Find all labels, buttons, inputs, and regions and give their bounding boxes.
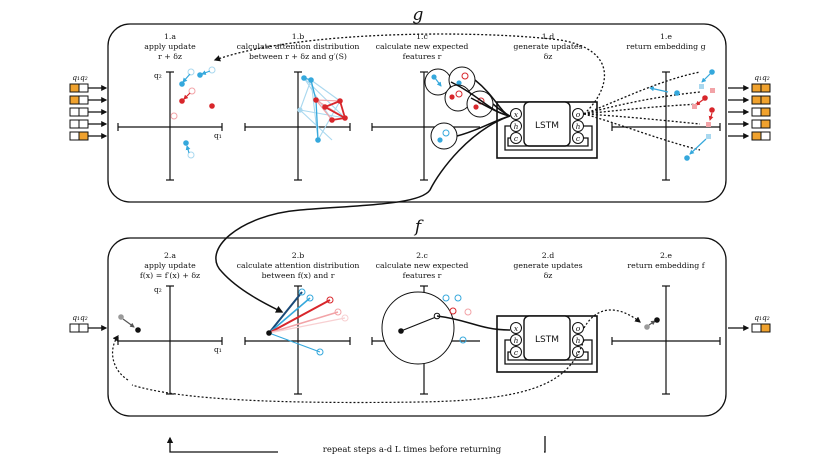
panel-1e-embedding bbox=[649, 69, 715, 161]
svg-text:calculate attention distributi: calculate attention distribution bbox=[237, 42, 360, 51]
lstm-cell-f: LSTM x h c o h c bbox=[496, 315, 598, 373]
svg-text:features r: features r bbox=[403, 271, 442, 280]
svg-text:2.e: 2.e bbox=[660, 251, 672, 260]
svg-text:apply update: apply update bbox=[144, 42, 196, 51]
svg-text:r + δz: r + δz bbox=[158, 52, 182, 61]
g-input-tokens: q₁q₂ bbox=[69, 73, 108, 141]
svg-text:2.c: 2.c bbox=[416, 251, 428, 260]
panel-1b-attention bbox=[297, 75, 348, 143]
svg-text:apply update: apply update bbox=[144, 261, 196, 270]
panel-2a-points bbox=[111, 314, 141, 381]
svg-text:1.e: 1.e bbox=[660, 32, 672, 41]
svg-text:LSTM: LSTM bbox=[535, 121, 559, 131]
panel-1c-features bbox=[424, 66, 511, 150]
svg-text:q₁q₂: q₁q₂ bbox=[72, 73, 88, 82]
svg-text:2.a: 2.a bbox=[164, 251, 176, 260]
f-block-frame bbox=[107, 237, 727, 417]
svg-text:x: x bbox=[514, 110, 519, 119]
svg-text:q₁q₂: q₁q₂ bbox=[754, 313, 770, 322]
g-axis-y-label: q₂ bbox=[154, 71, 162, 80]
g-axis-x-label: q₁ bbox=[214, 131, 222, 140]
svg-text:return embedding g: return embedding g bbox=[626, 42, 705, 51]
svg-text:2.d: 2.d bbox=[542, 251, 554, 260]
f-input-token: q₁q₂ bbox=[69, 313, 108, 333]
svg-text:x: x bbox=[514, 324, 519, 333]
panel-2c-features bbox=[381, 291, 511, 365]
svg-text:1.b: 1.b bbox=[292, 32, 304, 41]
svg-text:between f(x) and r: between f(x) and r bbox=[262, 271, 335, 280]
svg-text:generate updates: generate updates bbox=[513, 42, 582, 51]
svg-text:c: c bbox=[514, 348, 519, 357]
svg-text:δz: δz bbox=[544, 52, 553, 61]
g-panel-headers: 1.a apply update r + δz 1.b calculate at… bbox=[144, 32, 705, 61]
svg-text:o: o bbox=[576, 110, 581, 119]
svg-text:o: o bbox=[576, 324, 581, 333]
svg-text:h: h bbox=[576, 336, 581, 345]
g-output-dotted bbox=[213, 33, 701, 151]
f-axis-y-label: q₂ bbox=[154, 285, 162, 294]
svg-text:between r + δz and g′(S): between r + δz and g′(S) bbox=[249, 52, 347, 61]
panel-1a-points bbox=[170, 66, 216, 159]
svg-text:c: c bbox=[576, 134, 581, 143]
repeat-text: repeat steps a-d L times before returnin… bbox=[323, 445, 502, 455]
svg-text:2.b: 2.b bbox=[292, 251, 304, 260]
svg-text:1.c: 1.c bbox=[416, 32, 428, 41]
repeat-loop: repeat steps a-d L times before returnin… bbox=[166, 436, 546, 456]
g-output-tokens: q₁q₂ bbox=[728, 73, 771, 141]
svg-text:1.a: 1.a bbox=[164, 32, 176, 41]
f-output-dotted bbox=[131, 309, 641, 404]
f-block-title: f bbox=[413, 217, 424, 237]
svg-text:calculate attention distributi: calculate attention distribution bbox=[237, 261, 360, 270]
lstm-cell-g: LSTM x h c o h c bbox=[496, 101, 598, 159]
f-output-token: q₁q₂ bbox=[728, 313, 771, 333]
g-axes bbox=[117, 71, 721, 181]
svg-text:c: c bbox=[514, 134, 519, 143]
svg-text:calculate new expected: calculate new expected bbox=[376, 261, 469, 270]
svg-text:h: h bbox=[576, 122, 581, 131]
g-to-f-connector bbox=[215, 115, 511, 313]
svg-text:δz: δz bbox=[544, 271, 553, 280]
panel-2b-attention bbox=[266, 288, 349, 356]
svg-text:h: h bbox=[514, 122, 519, 131]
g-block-title: g bbox=[413, 5, 424, 25]
panel-2e-embedding bbox=[644, 317, 660, 330]
svg-text:h: h bbox=[514, 336, 519, 345]
svg-text:q₁q₂: q₁q₂ bbox=[754, 73, 770, 82]
svg-text:return embedding f: return embedding f bbox=[627, 261, 705, 270]
svg-text:calculate new expected: calculate new expected bbox=[376, 42, 469, 51]
f-axis-x-label: q₁ bbox=[214, 345, 222, 354]
svg-text:1.d: 1.d bbox=[542, 32, 554, 41]
svg-text:f(x) = f′(x) + δz: f(x) = f′(x) + δz bbox=[140, 271, 200, 280]
svg-text:generate updates: generate updates bbox=[513, 261, 582, 270]
svg-text:features r: features r bbox=[403, 52, 442, 61]
svg-text:q₁q₂: q₁q₂ bbox=[72, 313, 88, 322]
f-panel-headers: 2.a apply update f(x) = f′(x) + δz 2.b c… bbox=[140, 251, 706, 280]
g-block-frame bbox=[107, 23, 727, 203]
svg-text:LSTM: LSTM bbox=[535, 335, 559, 345]
